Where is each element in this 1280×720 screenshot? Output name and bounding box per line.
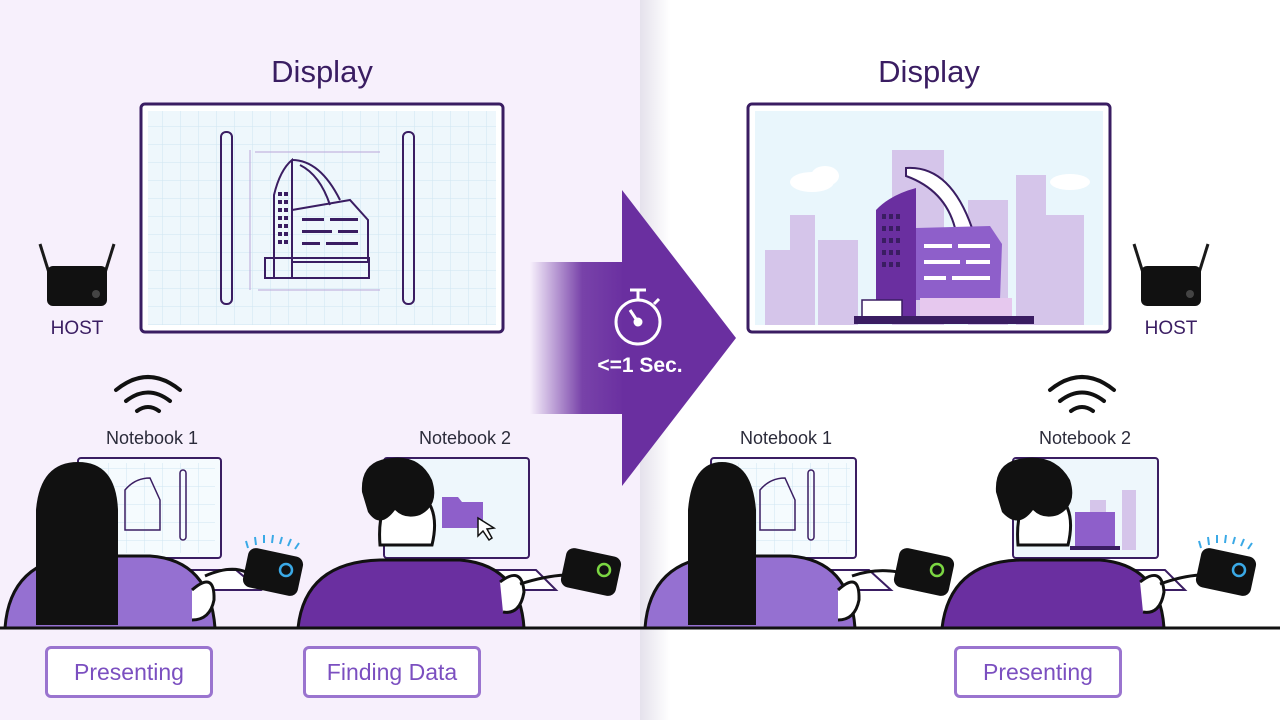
left-notebook-1-label: Notebook 1 — [105, 428, 199, 448]
left-status-finding-data: Finding Data — [303, 646, 481, 698]
stopwatch-icon — [614, 288, 662, 346]
right-wifi-icon — [1048, 375, 1116, 413]
left-dongle-2 — [519, 548, 622, 596]
right-display — [746, 102, 1112, 334]
left-host-label: HOST — [50, 318, 104, 339]
left-person-2 — [296, 457, 526, 630]
right-notebook-2-label: Notebook 2 — [1038, 428, 1132, 448]
left-display — [139, 102, 505, 334]
transition-time-label: <=1 Sec. — [597, 354, 683, 377]
right-status-presenting: Presenting — [954, 646, 1122, 698]
right-display-title: Display — [878, 54, 980, 89]
right-person-1 — [643, 462, 861, 630]
transition-arrow — [530, 190, 736, 486]
right-host-label: HOST — [1144, 318, 1198, 339]
right-dongle-1 — [851, 548, 955, 596]
left-host-device — [38, 243, 116, 306]
right-notebook-1-label: Notebook 1 — [739, 428, 833, 448]
left-status-presenting: Presenting — [45, 646, 213, 698]
left-person-1 — [3, 462, 217, 630]
left-display-title: Display — [271, 54, 373, 89]
right-dongle-2 — [1159, 534, 1257, 596]
left-wifi-icon — [114, 375, 182, 413]
right-person-2 — [940, 457, 1166, 630]
left-notebook-2-label: Notebook 2 — [418, 428, 512, 448]
right-host-device — [1132, 243, 1210, 306]
left-dongle-1 — [204, 534, 304, 596]
